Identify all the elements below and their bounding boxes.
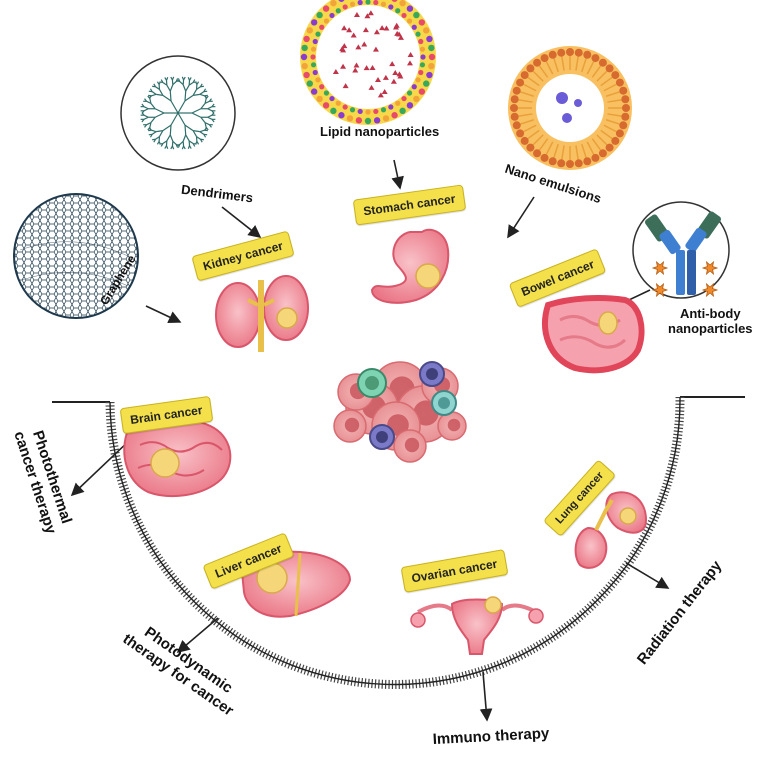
arrow-lipid xyxy=(394,160,400,188)
immune-cell-teal xyxy=(432,391,456,415)
kidney-illustration xyxy=(216,276,308,352)
tumor-cluster xyxy=(334,362,466,462)
nano-emulsion-icon xyxy=(508,46,632,170)
arrow-radiation xyxy=(626,563,668,588)
emulsion-drug xyxy=(556,92,568,104)
label-lipid-nanoparticles: Lipid nanoparticles xyxy=(320,124,439,139)
bowel-illustration xyxy=(545,298,642,370)
arrow-graphene xyxy=(146,306,180,322)
emulsion-drug xyxy=(574,99,582,107)
label-antibody-nanoparticles: Anti-body nanoparticles xyxy=(668,306,753,336)
lipid-nanoparticle-icon xyxy=(300,0,436,125)
dendrimer-icon xyxy=(121,56,235,170)
ovarian-illustration xyxy=(411,597,543,654)
arrow-immuno xyxy=(483,672,487,720)
label-antibody-line1: Anti-body xyxy=(668,306,753,321)
stomach-illustration xyxy=(372,230,448,303)
emulsion-drug xyxy=(562,113,572,123)
antibody-icon xyxy=(633,202,729,298)
graphene-icon xyxy=(14,194,138,318)
arrow-dendrimers xyxy=(222,207,260,237)
immune-cell-green xyxy=(358,369,386,397)
immune-cell-purple-2 xyxy=(370,425,394,449)
arrow-nano-emulsions xyxy=(508,197,534,237)
label-antibody-line2: nanoparticles xyxy=(668,321,753,336)
immune-cell-purple xyxy=(420,362,444,386)
